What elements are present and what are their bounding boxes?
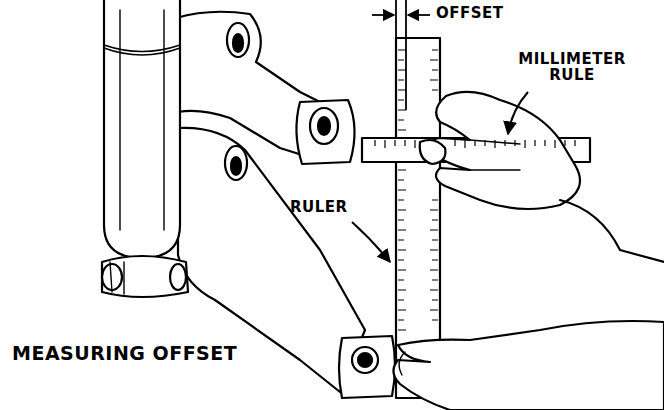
fork-tube [104,0,180,258]
offset-marker [372,0,430,110]
tube-clamp [102,256,188,297]
offset-label: OFFSET [436,6,526,22]
arm-eye [227,23,249,57]
lower-hand [393,321,664,410]
arm-eye [225,146,247,180]
leader-line [352,92,528,262]
lower-bracket [339,336,395,398]
caption: MEASURING OFFSET [12,344,272,364]
ruler-ticks [375,50,575,330]
upper-hand [429,92,580,209]
ruler-label: RULER [290,200,360,216]
upper-bracket [296,100,354,164]
rule-label: MILLIMETER RULE [512,52,632,84]
